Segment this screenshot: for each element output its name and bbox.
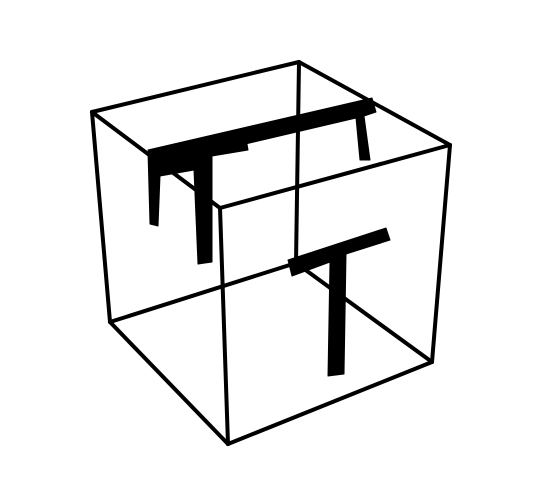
cube-edges	[90, 60, 452, 446]
cube-edge-top-left	[90, 110, 222, 210]
cube-edge-back-vertical	[294, 60, 301, 265]
cube-edge-back-bottom-right	[294, 261, 434, 364]
cube-edge-top-right	[297, 60, 452, 147]
letter-group	[147, 97, 391, 377]
cube-edge-back-bottom-left	[108, 261, 298, 324]
cube-edge-bottom-left	[108, 320, 230, 446]
cube-edge-right-vertical	[430, 143, 452, 364]
front-face-letter-t	[287, 227, 391, 377]
cube-edge-left-vertical	[90, 110, 112, 324]
cube-edge-top-back	[90, 60, 301, 114]
cube-edge-front-vertical	[218, 206, 230, 446]
cube-edge-bottom-right	[226, 360, 434, 446]
left-face-letter-t	[147, 137, 249, 265]
cube-edge-top-front	[218, 143, 452, 210]
